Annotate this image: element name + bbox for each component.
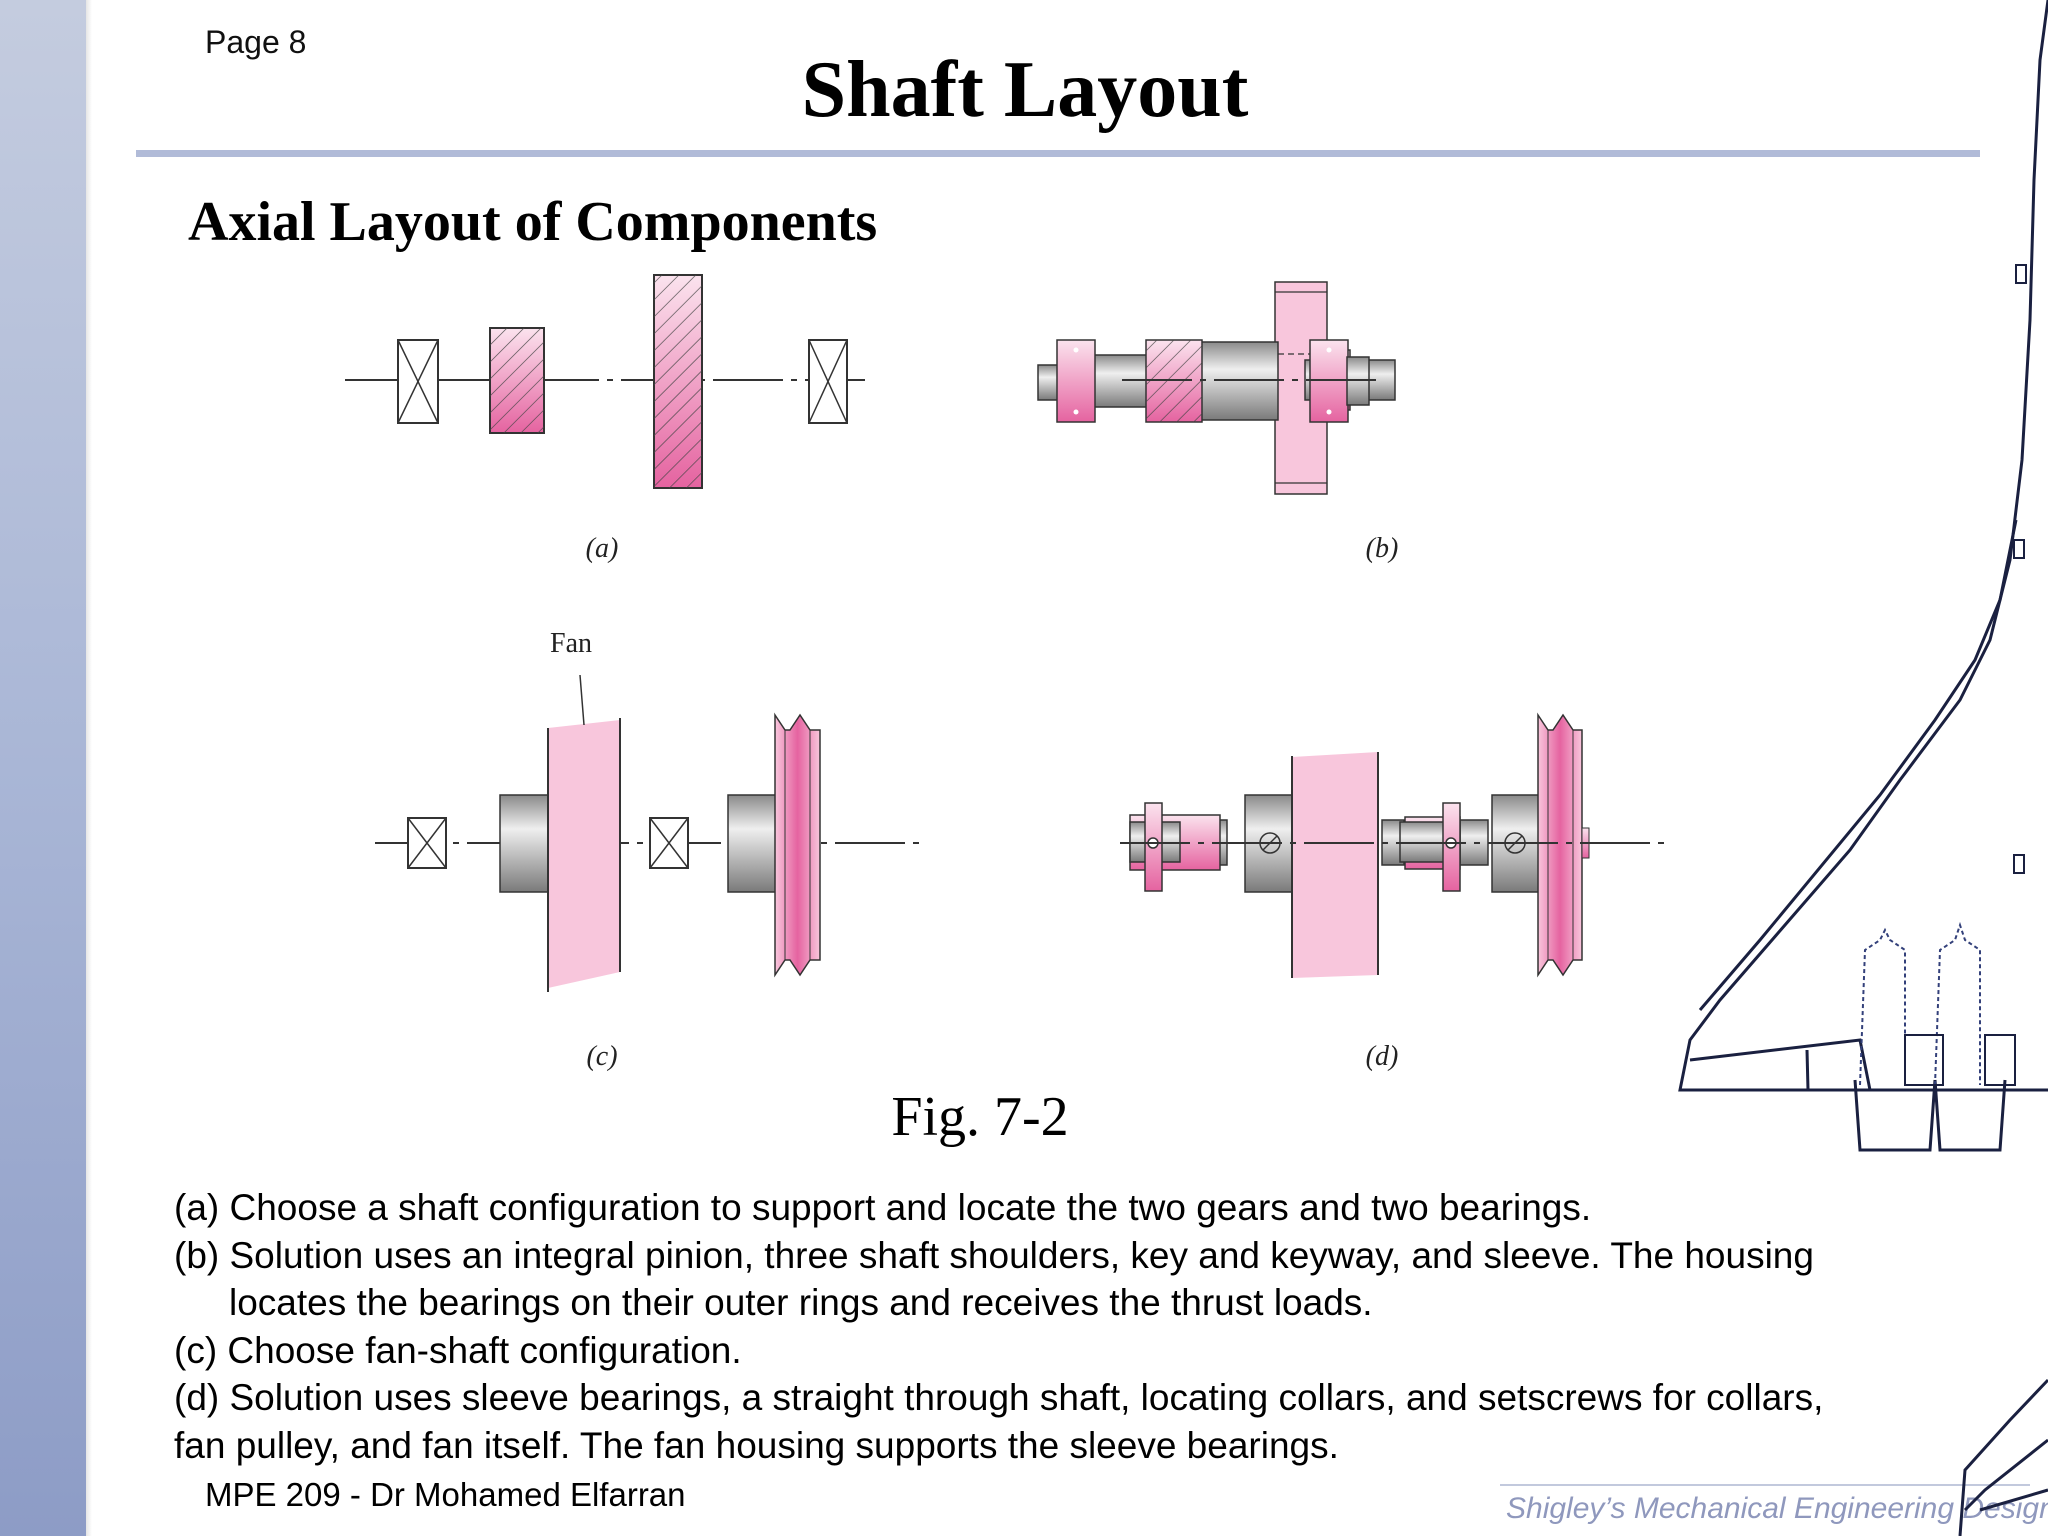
fan-leader-line (579, 674, 585, 726)
panel-d-label: (d) (1366, 1041, 1399, 1072)
gear-a-large (653, 274, 703, 489)
pulley-c (774, 712, 821, 978)
pulley-d (1537, 712, 1583, 978)
description-line-b-continued: locates the bearings on their outer ring… (229, 1282, 1373, 1323)
course-footer: MPE 209 - Dr Mohamed Elfarran (205, 1476, 686, 1513)
fan-c (548, 720, 620, 988)
title-divider (136, 150, 1980, 157)
panel-c-label: (c) (586, 1041, 617, 1072)
panel-d-drawing (1120, 712, 1668, 978)
section-heading: Axial Layout of Components (188, 191, 878, 253)
bearing-b-left (1056, 339, 1096, 423)
hub-c-fan (499, 794, 551, 893)
sidebar-shadow (86, 0, 92, 1536)
panel-a-drawing (345, 274, 865, 489)
bearing-a-left (397, 339, 439, 424)
description-text: (a) Choose a shaft configuration to supp… (174, 1184, 1954, 1469)
space-shuttle-outline-decoration (1678, 0, 2048, 1536)
fan-label: Fan (550, 628, 592, 659)
slide-sidebar (0, 0, 86, 1536)
panel-b-label: (b) (1366, 533, 1399, 564)
description-line-c: (c) Choose fan-shaft configuration. (174, 1329, 742, 1371)
textbook-footer: Shigley’s Mechanical Engineering Design (1506, 1492, 2048, 1525)
description-line-b: (b) Solution uses an integral pinion, th… (174, 1234, 1814, 1276)
description-line-a: (a) Choose a shaft configuration to supp… (174, 1187, 1592, 1228)
figure-caption: Fig. 7-2 (891, 1086, 1069, 1148)
page-number: Page 8 (205, 24, 307, 60)
gear-a-small (489, 327, 545, 434)
shaft-layout-figure: (a) (b) (345, 274, 1668, 1072)
footer-divider (1500, 1484, 2030, 1486)
bearing-c-right (649, 817, 689, 869)
bearing-a-right (808, 339, 848, 424)
fan-d (1292, 752, 1378, 978)
description-line-d-continued: fan pulley, and fan itself. The fan hous… (174, 1424, 1339, 1466)
description-line-d: (d) Solution uses sleeve bearings, a str… (174, 1377, 1824, 1418)
panel-a-label: (a) (586, 533, 619, 564)
bearing-c-left (407, 817, 447, 869)
hub-c-pulley (727, 794, 779, 893)
panel-c-drawing (375, 674, 925, 992)
panel-b-drawing (1037, 281, 1396, 495)
slide-title: Shaft Layout (801, 46, 1249, 134)
